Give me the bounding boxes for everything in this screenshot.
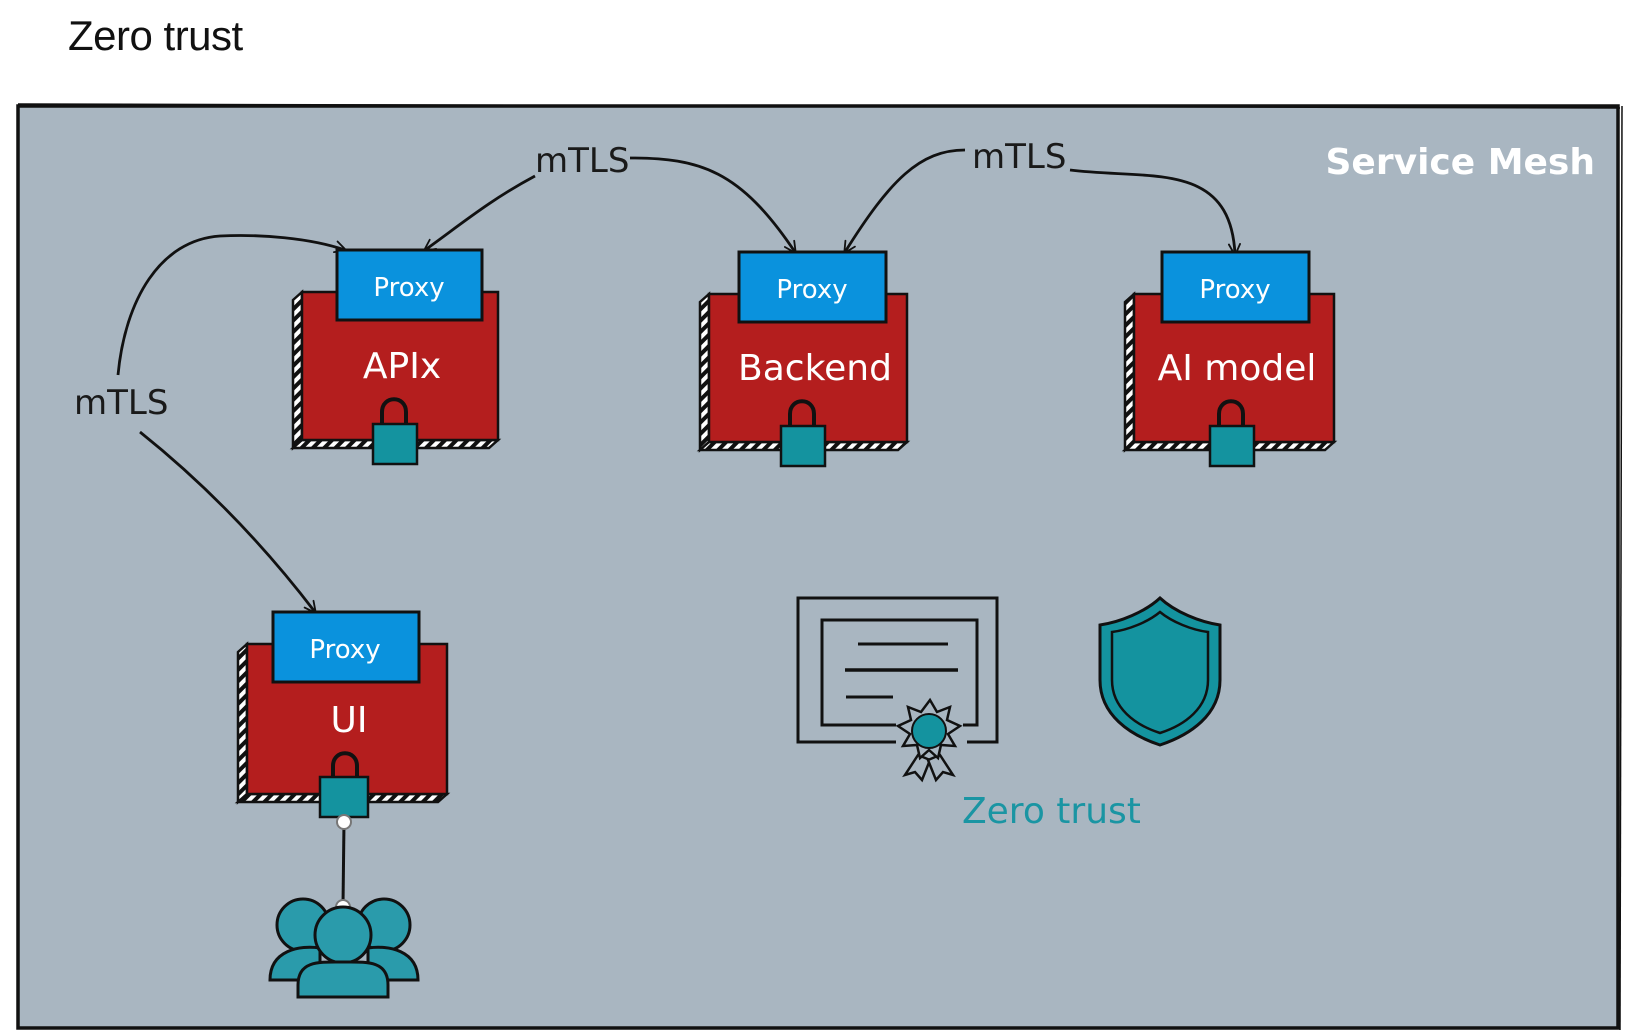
mtls-arrow-to-ai-model — [1069, 168, 1235, 254]
mtls-label-ui-apix: mTLS — [74, 383, 168, 423]
lock-icon — [318, 751, 370, 819]
proxy-box — [737, 250, 888, 324]
service-ai-model[interactable]: Proxy AI model — [1121, 250, 1338, 468]
service-mesh-label: Service Mesh — [1326, 142, 1596, 183]
connector-handle[interactable] — [336, 814, 352, 830]
service-ui[interactable]: Proxy UI — [234, 610, 451, 819]
proxy-label: Proxy — [373, 273, 444, 303]
mtls-arrow-to-ui — [139, 430, 315, 612]
shield-icon — [1098, 595, 1222, 747]
users-group-icon — [268, 897, 420, 999]
mtls-arrow-to-apix-from-ui — [116, 234, 345, 376]
proxy-box — [271, 610, 421, 684]
proxy-label: Proxy — [309, 635, 380, 665]
certificate-icon — [796, 596, 999, 783]
zero-trust-label: Zero trust — [962, 791, 1141, 832]
lock-icon — [779, 399, 827, 468]
service-name: AI model — [1158, 348, 1317, 389]
service-mesh-boundary — [16, 104, 1620, 1030]
proxy-label: Proxy — [1199, 275, 1270, 305]
connections: mTLS mTLS mTLS — [74, 137, 1235, 612]
page-title: Zero trust — [68, 12, 243, 59]
lock-icon — [1208, 399, 1256, 468]
proxy-box — [1160, 250, 1311, 324]
service-mesh-container: Service Mesh — [16, 103, 1623, 1031]
service-apix[interactable]: Proxy APIx — [289, 248, 502, 466]
mtls-label-backend-ai: mTLS — [972, 137, 1066, 177]
service-name: Backend — [738, 348, 892, 389]
service-name: APIx — [363, 346, 441, 387]
lock-icon — [371, 397, 419, 466]
mtls-arrow-to-apix — [425, 174, 536, 250]
mtls-label-apix-backend: mTLS — [535, 141, 629, 181]
service-name: UI — [331, 700, 368, 741]
proxy-box — [335, 248, 484, 322]
mtls-arrow-to-backend — [629, 156, 795, 252]
service-backend[interactable]: Proxy Backend — [696, 250, 911, 468]
proxy-label: Proxy — [776, 275, 847, 305]
mtls-arrow-to-backend-2 — [845, 148, 966, 252]
